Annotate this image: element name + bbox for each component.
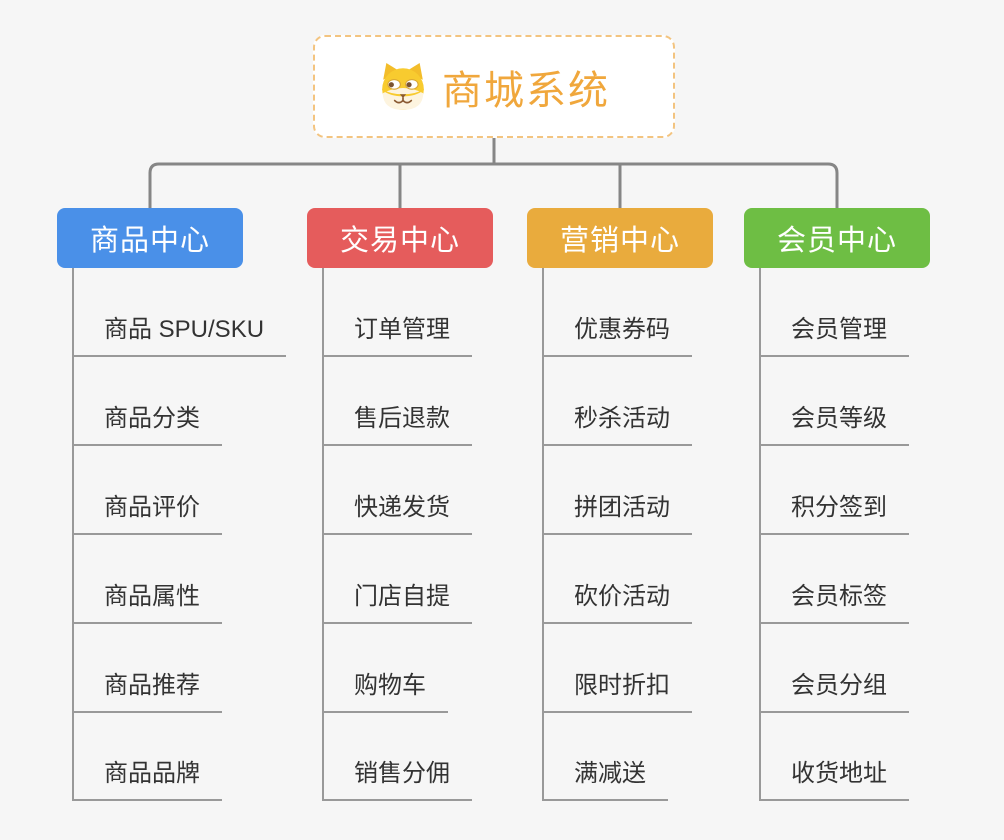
leaf-topic[interactable]: 商品分类 xyxy=(72,402,222,446)
leaf-topic[interactable]: 商品评价 xyxy=(72,491,222,535)
leaf-topic[interactable]: 门店自提 xyxy=(322,580,472,624)
branch-member-center[interactable]: 会员中心 xyxy=(744,208,930,268)
branch-marketing-center[interactable]: 营销中心 xyxy=(527,208,713,268)
leaf-topic[interactable]: 商品 SPU/SKU xyxy=(72,313,287,357)
leaf-topic[interactable]: 销售分佣 xyxy=(322,757,472,801)
branch-product-center[interactable]: 商品中心 xyxy=(57,208,243,268)
leaf-topic[interactable]: 积分签到 xyxy=(759,491,909,535)
doge-icon xyxy=(378,62,428,112)
leaf-topic[interactable]: 满减送 xyxy=(542,757,668,801)
leaf-topic[interactable]: 会员分组 xyxy=(759,669,909,713)
branch-label: 商品中心 xyxy=(89,225,210,257)
branch-label: 会员中心 xyxy=(776,225,897,257)
leaf-topic[interactable]: 秒杀活动 xyxy=(542,402,692,446)
leaf-topic[interactable]: 售后退款 xyxy=(322,402,472,446)
leaf-topic[interactable]: 优惠券码 xyxy=(542,313,692,357)
leaf-topic[interactable]: 购物车 xyxy=(322,669,448,713)
branch-label: 交易中心 xyxy=(339,225,460,257)
leaf-topic[interactable]: 会员标签 xyxy=(759,580,909,624)
root-topic-mall-system[interactable]: 商城系统 xyxy=(313,35,675,138)
leaf-topic[interactable]: 拼团活动 xyxy=(542,491,692,535)
leaf-topic[interactable]: 收货地址 xyxy=(759,757,909,801)
branch-label: 营销中心 xyxy=(559,225,680,257)
branch-trade-center[interactable]: 交易中心 xyxy=(307,208,493,268)
root-topic-label: 商城系统 xyxy=(442,68,610,113)
leaf-topic[interactable]: 订单管理 xyxy=(322,313,472,357)
leaf-topic[interactable]: 快递发货 xyxy=(322,491,472,535)
leaf-topic[interactable]: 会员管理 xyxy=(759,313,909,357)
leaf-topic[interactable]: 砍价活动 xyxy=(542,580,692,624)
leaf-topic[interactable]: 会员等级 xyxy=(759,402,909,446)
leaf-topic[interactable]: 商品品牌 xyxy=(72,757,222,801)
leaf-topic[interactable]: 商品推荐 xyxy=(72,669,222,713)
leaf-topic[interactable]: 商品属性 xyxy=(72,580,222,624)
leaf-topic[interactable]: 限时折扣 xyxy=(542,669,692,713)
